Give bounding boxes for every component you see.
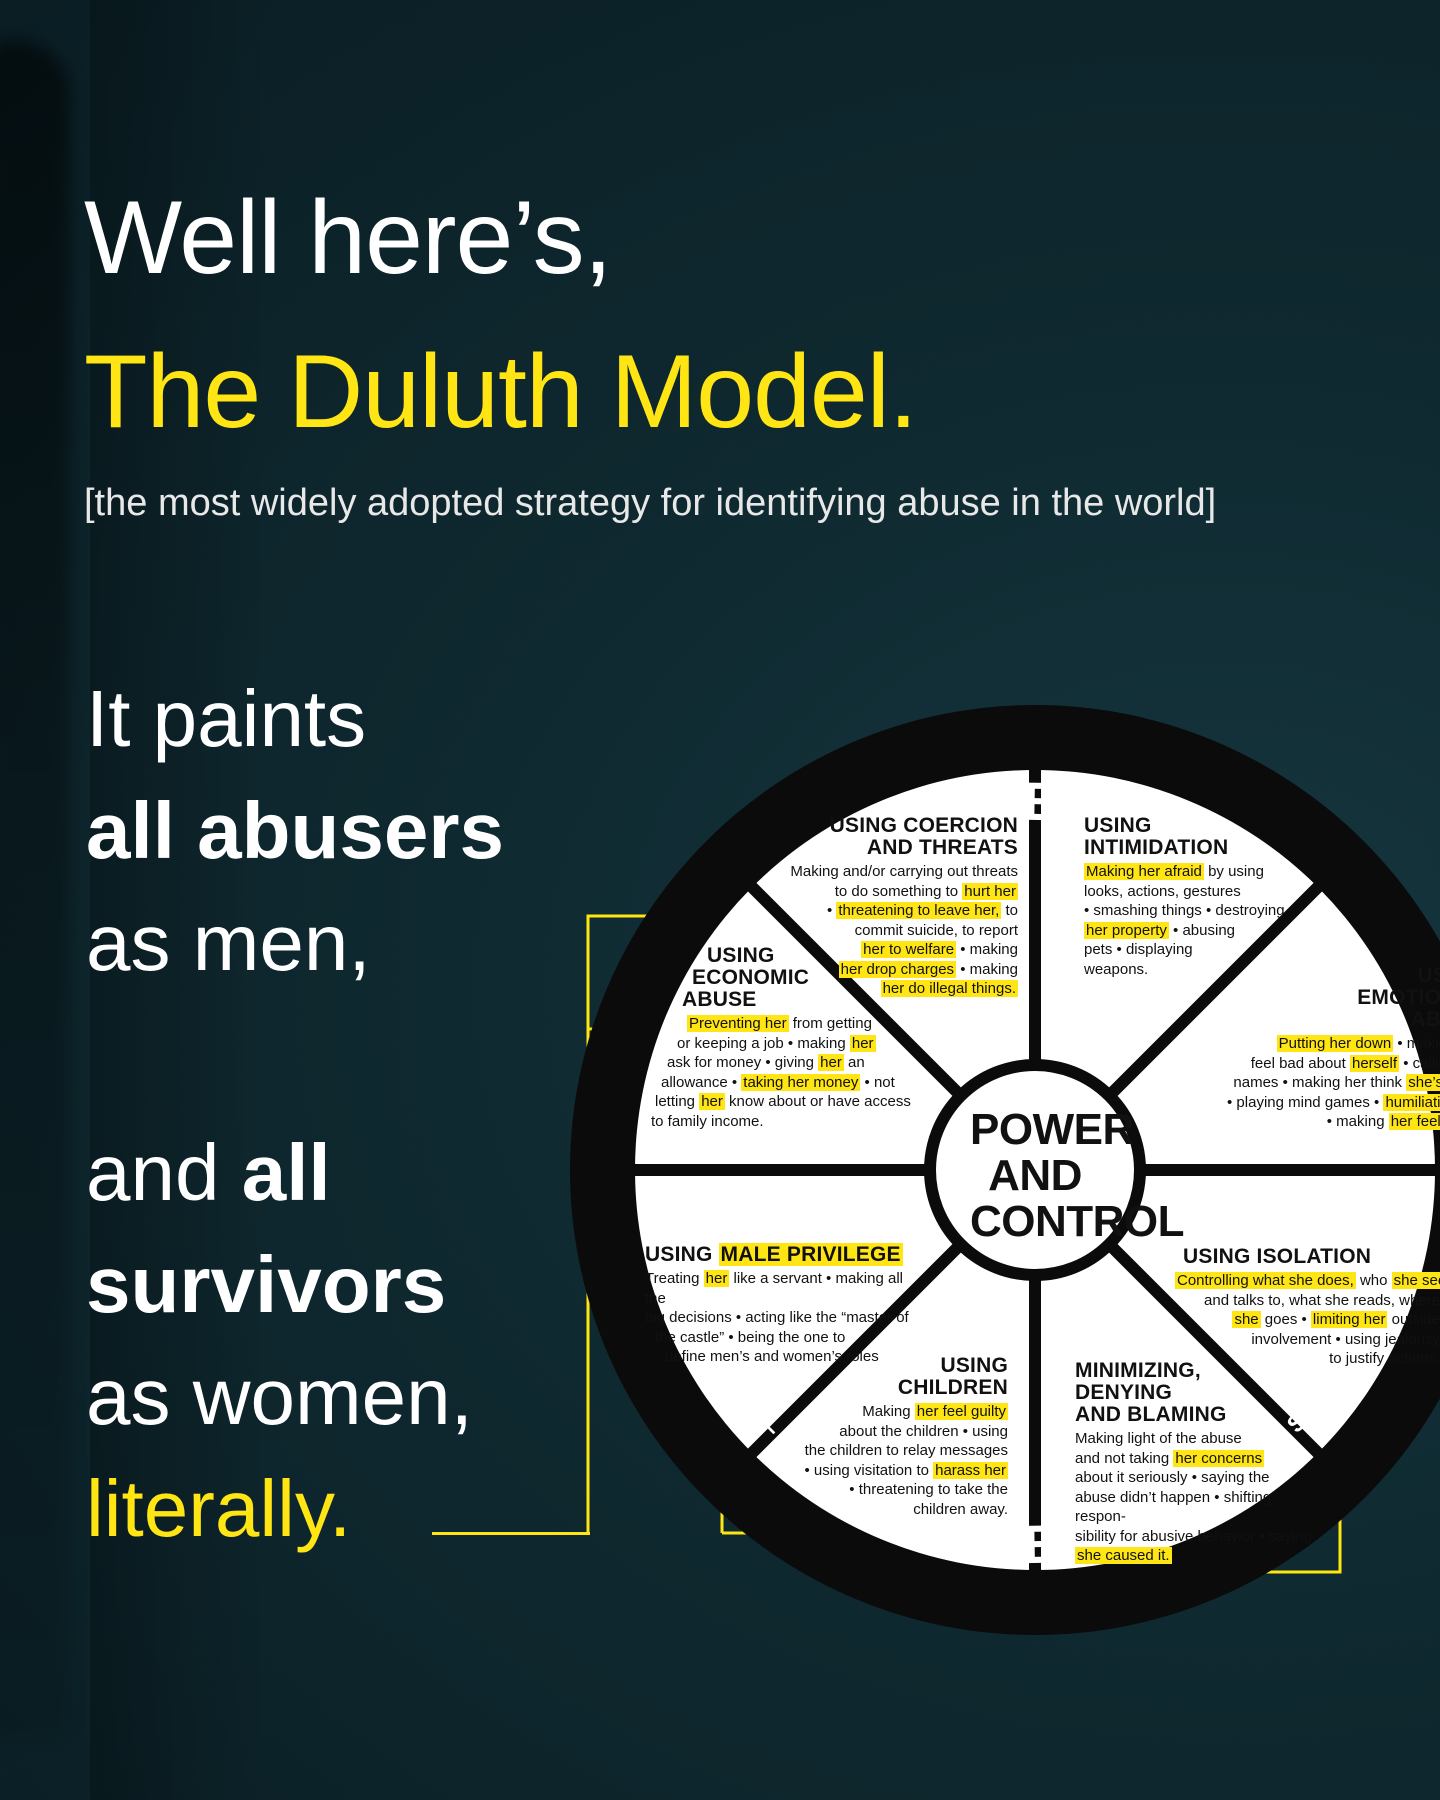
statement-survivors: and all survivors as women, literally.	[86, 1117, 473, 1565]
center-label: POWER AND CONTROL	[970, 1105, 1185, 1246]
segment-male-privilege: USING MALE PRIVILEGE Treating her like a…	[645, 1243, 909, 1365]
segment-emotional: USINGEMOTIONALABUSE Putting her down • m…	[1180, 965, 1440, 1132]
center-hub	[924, 1059, 1146, 1281]
wheel-graphic: VIOLENCE PHYSICAL SEXUAL VIOLENCE PHYSIC…	[570, 705, 1440, 1635]
headline-title: The Duluth Model.	[84, 334, 918, 450]
subtitle: [the most widely adopted strategy for id…	[84, 482, 1217, 524]
statement-literally: literally.	[86, 1464, 352, 1553]
segment-isolation: USING ISOLATION Controlling what she doe…	[1175, 1246, 1440, 1369]
statement-line: survivors	[86, 1240, 447, 1329]
power-control-wheel: VIOLENCE PHYSICAL SEXUAL VIOLENCE PHYSIC…	[535, 670, 1440, 1670]
statement-line: It paints	[86, 674, 367, 763]
pointer-line	[432, 1532, 590, 1535]
statement-abusers: It paints all abusers as men,	[86, 663, 504, 999]
statement-line: as men,	[86, 898, 371, 987]
background-shadow	[90, 0, 270, 1800]
statement-line: and all	[86, 1128, 331, 1217]
statement-line: as women,	[86, 1352, 473, 1441]
headline-line1: Well here’s,	[84, 180, 612, 296]
statement-line: all abusers	[86, 786, 505, 875]
background-silhouette	[0, 40, 70, 1740]
